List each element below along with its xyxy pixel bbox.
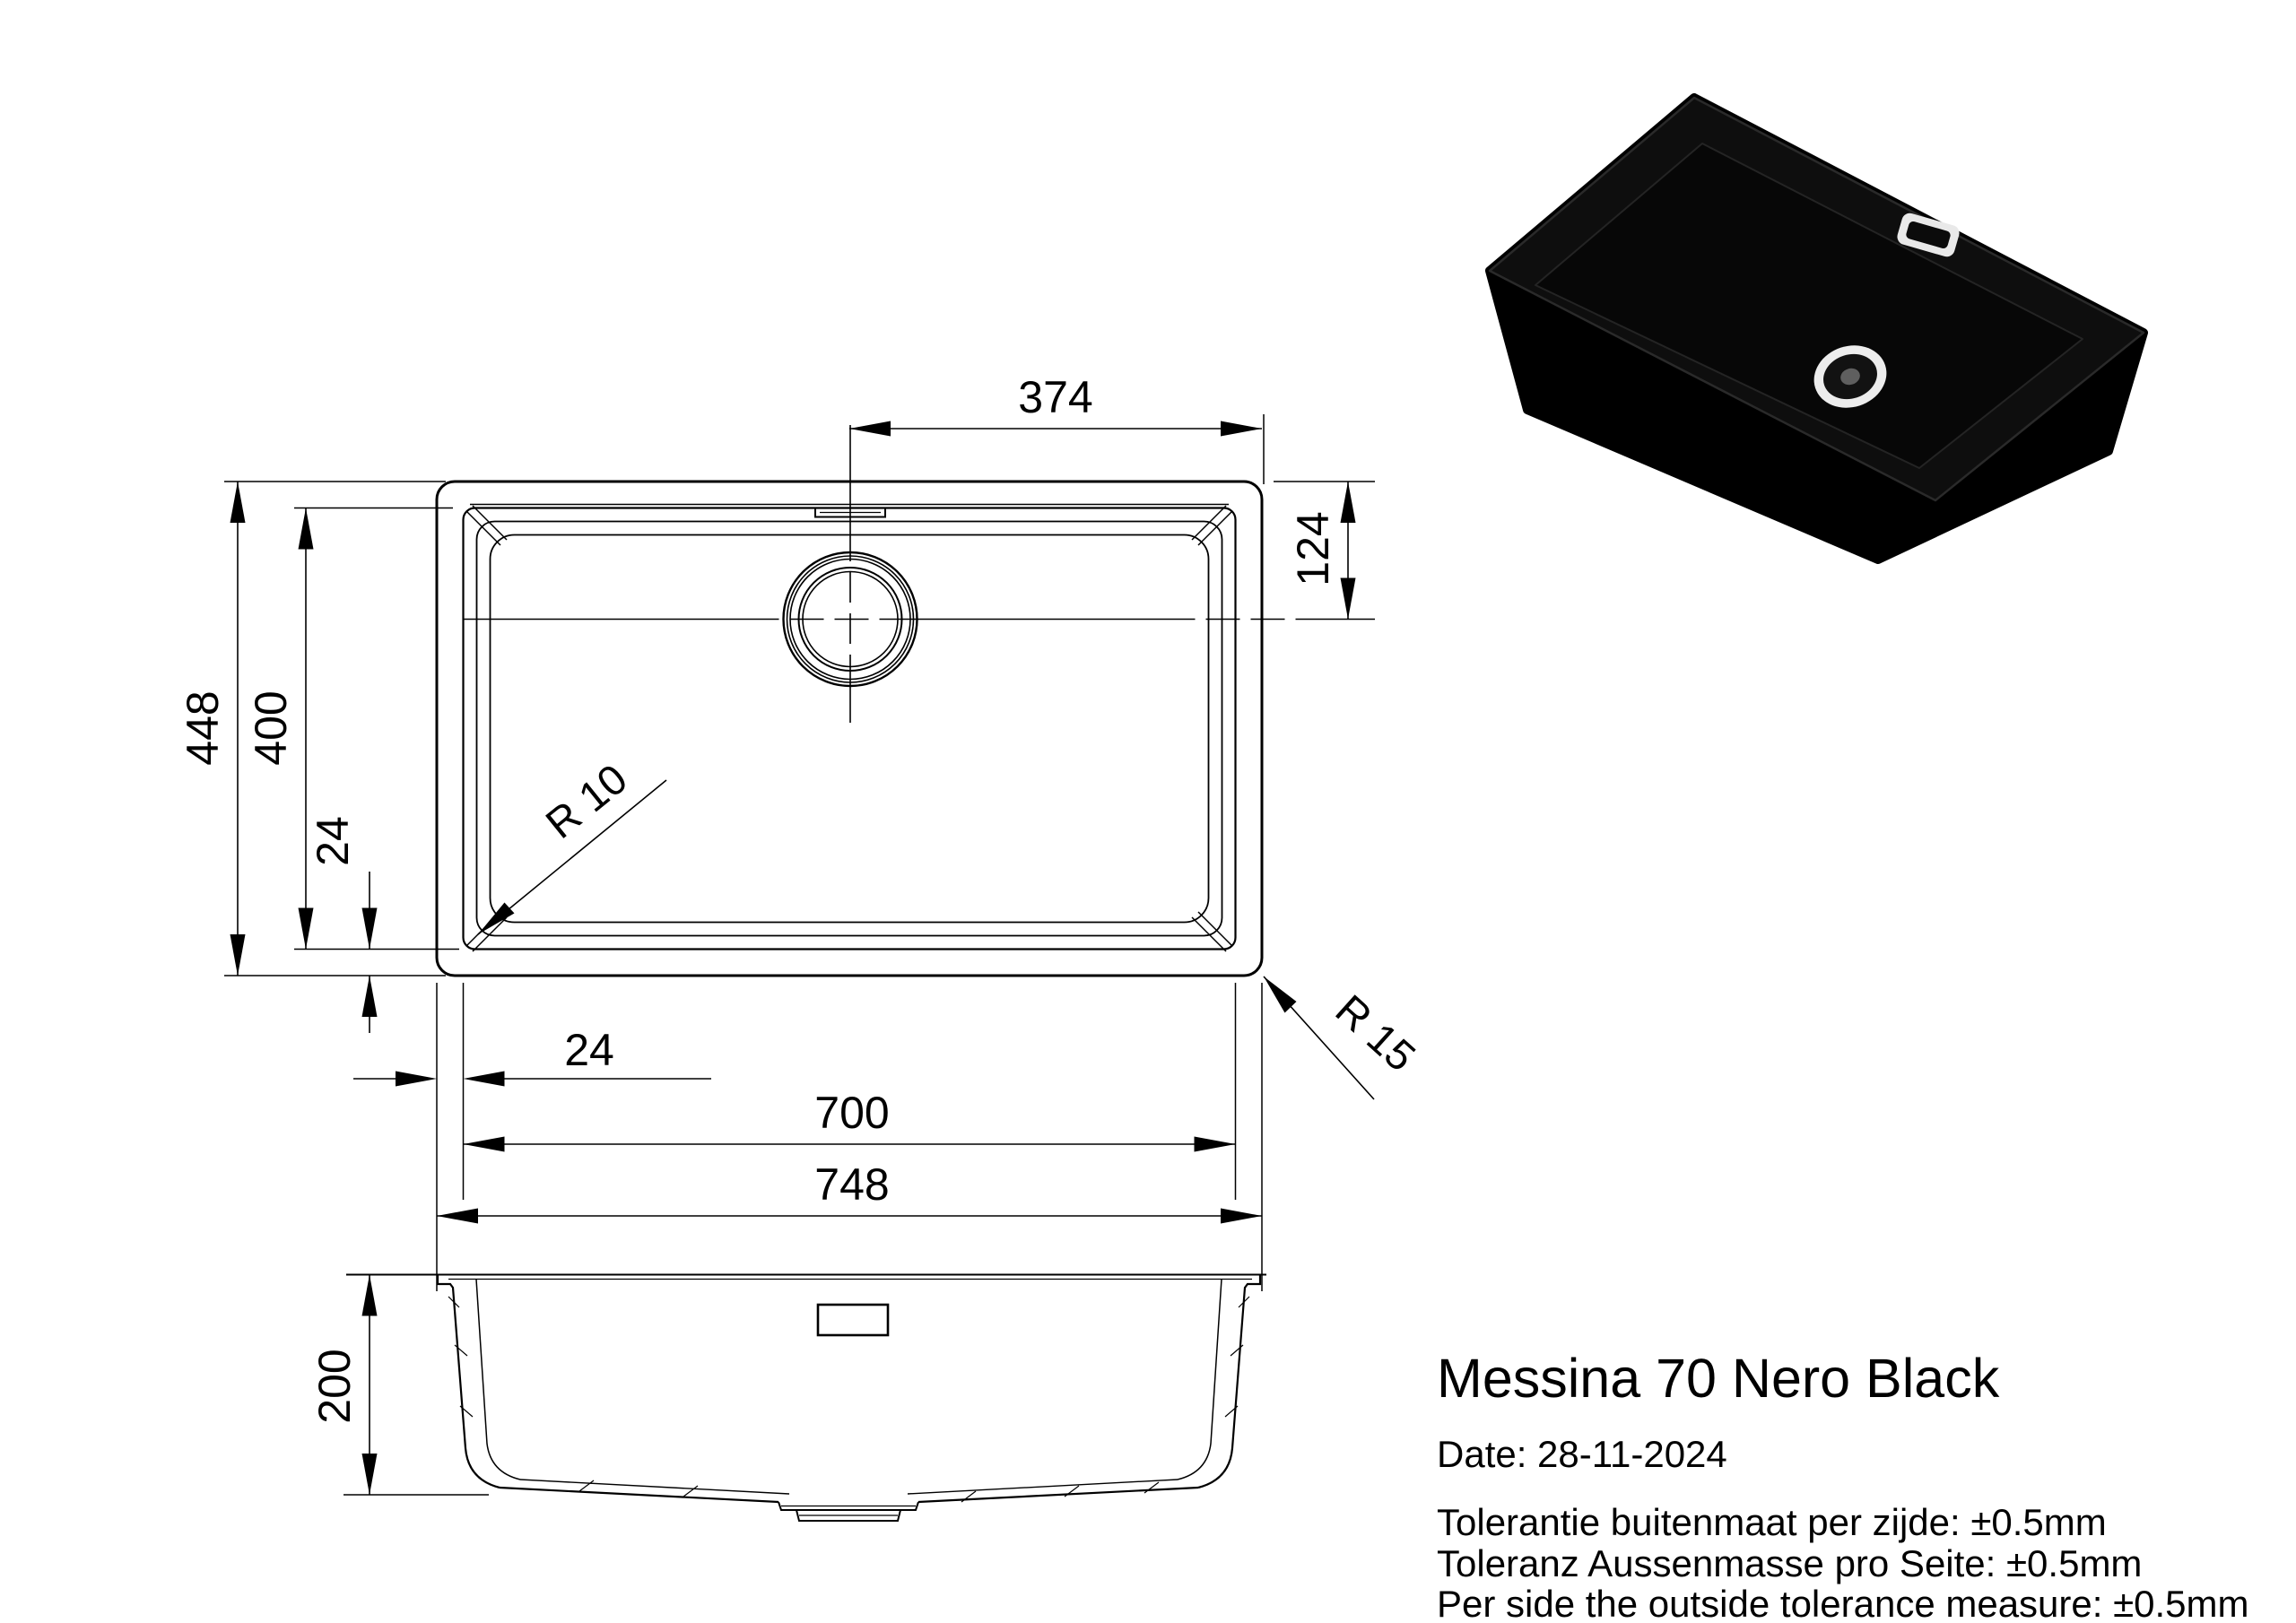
- title-block: Messina 70 Nero Black Date: 28-11-2024 T…: [1437, 1348, 2249, 1623]
- rim-contour-2: [489, 534, 1210, 924]
- drain-3d: [1813, 345, 1887, 408]
- drain-plan: [782, 551, 918, 688]
- dim-outer-height: 448: [178, 482, 246, 976]
- dim-label-374: 374: [1018, 372, 1092, 422]
- sink-bowl-opening: [1535, 143, 2083, 469]
- overflow-slot-section: [816, 1303, 890, 1337]
- product-title: Messina 70 Nero Black: [1437, 1348, 2000, 1409]
- right-wall-inner: [1177, 1279, 1222, 1480]
- dim-label-748: 748: [814, 1159, 889, 1210]
- top-view: 374 124 448 400 24: [178, 372, 1425, 1291]
- dim-rim-bottom: 24: [353, 1025, 711, 1087]
- radius-label-r15: R 15: [1326, 985, 1424, 1081]
- tolerance-line-en: Per side the outside tolerance measure: …: [1437, 1583, 2249, 1623]
- dim-depth: 200: [309, 1274, 489, 1496]
- dim-label-200: 200: [309, 1349, 360, 1423]
- dim-label-24-bottom: 24: [564, 1025, 614, 1075]
- dim-outer-width: 748: [437, 1159, 1262, 1224]
- dim-inner-height: 400: [246, 508, 314, 950]
- tolerance-line-nl: Tolerantie buitenmaat per zijde: ±0.5mm: [1437, 1501, 2107, 1543]
- dim-label-24-left: 24: [308, 816, 358, 866]
- rim-contour-1: [475, 520, 1223, 937]
- dim-inner-width: 700: [463, 1088, 1236, 1152]
- dim-drain-offset-y: 124: [1288, 482, 1356, 620]
- drain-boss: [778, 1501, 919, 1522]
- right-wall-outer: [1197, 1274, 1262, 1489]
- dim-rim-left: 24: [308, 816, 378, 1033]
- dim-drain-offset-x: 374: [849, 372, 1262, 437]
- bottom-profile: [499, 1479, 1199, 1504]
- dim-label-400: 400: [246, 690, 296, 765]
- bowl-inner-edge: [462, 507, 1237, 950]
- radius-label-r10: R 10: [536, 754, 636, 847]
- tolerance-line-de: Toleranz Aussenmasse pro Seite: ±0.5mm: [1437, 1542, 2142, 1584]
- corner-wedges: [465, 505, 1233, 952]
- side-view: 200: [309, 1273, 1266, 1522]
- radius-leader-r10: R 10: [477, 754, 667, 935]
- left-wall-outer: [436, 1274, 500, 1489]
- overflow-slot-3d: [1897, 213, 1960, 257]
- sink-outer-edge: [435, 480, 1264, 977]
- extension-lines: [224, 414, 1375, 1291]
- iso-render: [1485, 93, 2148, 564]
- dim-label-700: 700: [814, 1088, 889, 1138]
- drain-centerlines: [463, 425, 1375, 723]
- break-ticks: [448, 1296, 1250, 1503]
- radius-leader-r15: R 15: [1263, 976, 1425, 1100]
- dim-label-124: 124: [1288, 511, 1338, 586]
- dim-label-448: 448: [178, 690, 228, 765]
- left-wall-inner: [475, 1279, 521, 1480]
- date-label: Date: 28-11-2024: [1437, 1433, 1727, 1475]
